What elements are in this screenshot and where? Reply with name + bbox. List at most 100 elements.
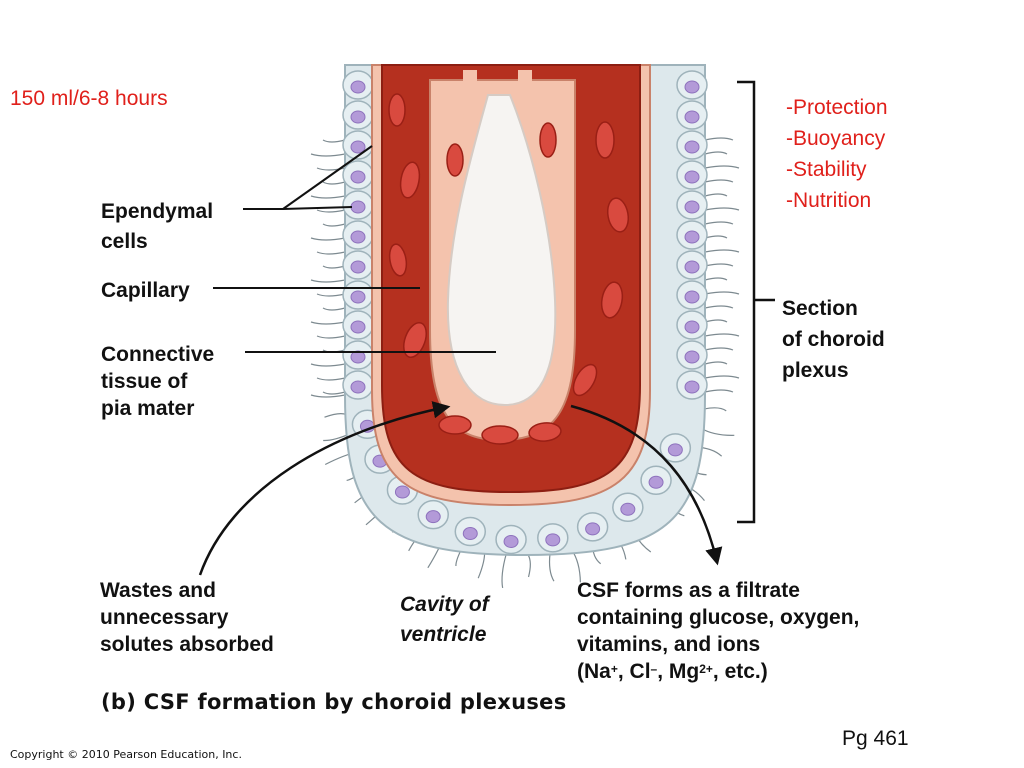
cell-nucleus <box>684 230 700 244</box>
label-section-choroid-plexus: Section of choroid plexus <box>782 297 885 382</box>
cell-nucleus <box>684 200 700 214</box>
csf-arrow <box>570 404 723 566</box>
cilium <box>316 377 346 381</box>
red-blood-cell <box>595 121 615 159</box>
function-list: -Protection -Buoyancy -Stability -Nutrit… <box>786 92 888 216</box>
secretion-rate: 150 ml/6-8 hours <box>10 87 168 110</box>
cilium <box>322 391 346 395</box>
cilium <box>477 550 486 579</box>
cell-nucleus <box>585 522 601 536</box>
cilium <box>704 277 728 281</box>
function-item: -Nutrition <box>786 189 872 212</box>
cilium <box>704 291 740 295</box>
label-cavity-of-ventricle: Cavity of ventricle <box>400 593 489 646</box>
cilium <box>704 347 734 351</box>
cilium <box>700 427 735 436</box>
cell-nucleus <box>350 380 366 394</box>
cilium <box>501 553 507 589</box>
cilium <box>310 321 346 325</box>
cell-nucleus <box>684 140 700 154</box>
cell-nucleus <box>684 350 700 364</box>
cilium <box>704 221 734 225</box>
cilium <box>324 413 347 418</box>
red-blood-cell <box>481 425 519 445</box>
label-csf-filtrate: CSF forms as a filtrate containing gluco… <box>577 579 860 683</box>
red-blood-cell <box>572 363 598 397</box>
cilium <box>704 263 734 267</box>
cell-nucleus <box>350 80 366 94</box>
red-blood-cell <box>399 161 421 199</box>
label-wastes: Wastes and unnecessary solutes absorbed <box>100 579 274 656</box>
cell-nucleus <box>350 170 366 184</box>
cell-nucleus <box>350 230 366 244</box>
cilium <box>704 407 727 412</box>
cilium <box>322 223 346 227</box>
cilium <box>310 394 346 398</box>
copyright-notice: Copyright © 2010 Pearson Education, Inc. <box>10 748 242 761</box>
cilium <box>322 139 346 143</box>
cilium <box>704 389 734 393</box>
cilium <box>310 153 346 157</box>
cilium <box>704 235 728 239</box>
cilium <box>310 237 346 241</box>
cell-nucleus <box>503 534 519 548</box>
cilium <box>316 209 346 213</box>
leader-lines <box>213 145 496 353</box>
label-ependymal-cells: Ependymal cells <box>101 200 214 253</box>
cilium <box>310 279 346 283</box>
cilium <box>322 265 346 269</box>
cilium <box>316 293 346 297</box>
function-item: -Buoyancy <box>786 127 886 150</box>
red-blood-cell <box>388 93 406 127</box>
red-blood-cell <box>403 321 427 359</box>
section-bracket <box>737 80 775 524</box>
cilium <box>322 181 346 185</box>
cilium <box>322 307 346 311</box>
cilium <box>704 361 728 365</box>
label-connective-tissue: Connective tissue of pia mater <box>101 343 215 420</box>
red-blood-cell <box>446 143 464 177</box>
red-blood-cell <box>388 243 408 277</box>
cell-nucleus <box>620 502 636 516</box>
cilium <box>704 333 740 337</box>
cilium <box>310 195 346 199</box>
cell-nucleus <box>684 110 700 124</box>
red-blood-cell <box>539 122 557 158</box>
cilium <box>310 363 346 367</box>
cell-nucleus <box>350 320 366 334</box>
red-blood-cell <box>606 197 630 233</box>
cilium <box>704 165 740 169</box>
cilium <box>548 553 555 582</box>
cell-nucleus <box>394 485 410 499</box>
cell-nucleus <box>684 380 700 394</box>
cell-nucleus <box>684 170 700 184</box>
cell-nucleus <box>667 443 683 457</box>
figure-caption: (b) CSF formation by choroid plexuses <box>101 690 567 714</box>
cilium <box>704 319 728 323</box>
cell-nucleus <box>350 290 366 304</box>
cilium <box>704 305 734 309</box>
red-blood-cell <box>438 415 472 435</box>
cilium <box>316 251 346 255</box>
wastes-arrow <box>198 401 451 576</box>
page-reference: Pg 461 <box>842 727 909 750</box>
cell-nucleus <box>684 260 700 274</box>
cilium <box>704 151 728 155</box>
cilium <box>704 137 734 141</box>
ion-list: (Na+, Cl–, Mg2+, etc.) <box>577 660 768 683</box>
ependymal-cells <box>342 70 708 555</box>
cilium <box>316 167 346 171</box>
cilium <box>316 335 346 339</box>
cilium <box>704 179 734 183</box>
cilium <box>704 193 728 197</box>
cell-nucleus <box>425 510 441 524</box>
connective-tissue-core <box>446 94 557 407</box>
cell-nucleus <box>350 110 366 124</box>
red-blood-cells <box>388 93 630 445</box>
cell-nucleus <box>350 140 366 154</box>
cell-nucleus <box>462 527 478 541</box>
cell-nucleus <box>684 320 700 334</box>
cell-nucleus <box>350 200 366 214</box>
function-item: -Protection <box>786 96 888 119</box>
